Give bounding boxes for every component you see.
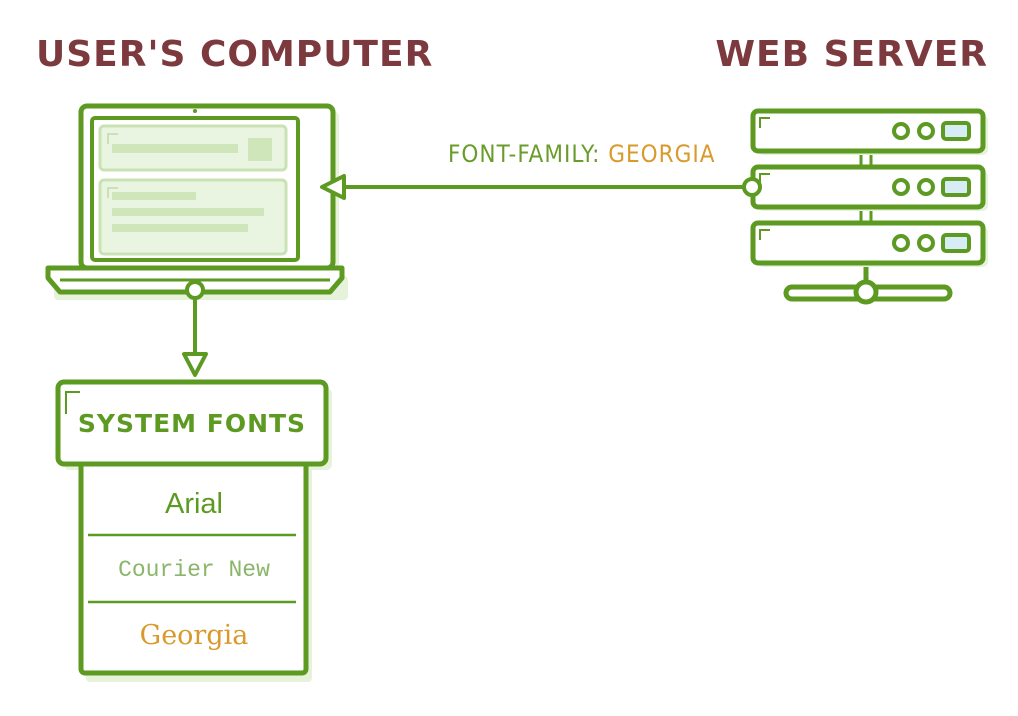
system-fonts-title: SYSTEM FONTS <box>77 408 307 438</box>
laptop-icon <box>45 103 348 300</box>
screen-card-top <box>98 124 288 172</box>
font-item-arial: Arial <box>164 487 223 520</box>
server-to-laptop-arrow <box>320 174 762 200</box>
screen-card-bottom <box>98 178 288 256</box>
font-family-value: GEORGIA <box>608 140 716 168</box>
server-unit-3 <box>750 220 988 267</box>
laptop-to-fonts-arrow <box>182 280 208 377</box>
users-computer-title: USER'S COMPUTER <box>36 34 434 75</box>
font-item-courier-new: Courier New <box>118 557 270 583</box>
font-item-georgia: Georgia <box>139 619 249 651</box>
font-family-property: FONT-FAMILY: <box>448 140 601 168</box>
system-fonts-box <box>55 379 332 682</box>
font-family-label: FONT-FAMILY: GEORGIA <box>448 140 716 168</box>
server-unit-1 <box>750 108 988 155</box>
web-server-icon <box>750 108 988 305</box>
web-server-title: WEB SERVER <box>715 34 988 75</box>
server-unit-2 <box>750 164 988 211</box>
